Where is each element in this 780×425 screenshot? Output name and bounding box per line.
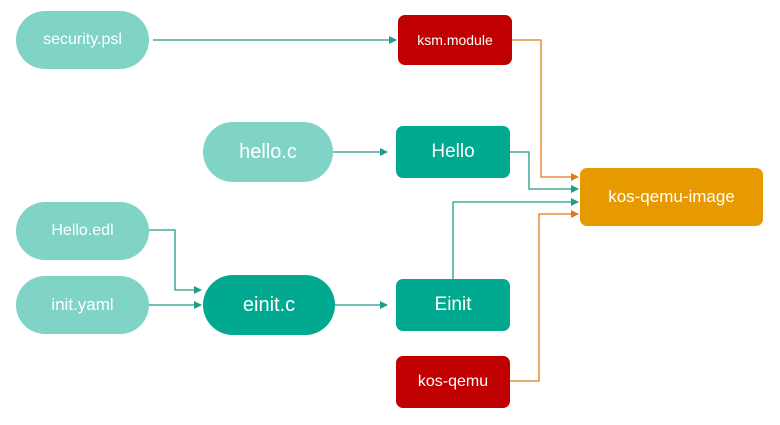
- node-hello-edl: Hello.edl: [16, 202, 149, 260]
- node-einit: Einit: [396, 279, 510, 331]
- node-security-psl: security.psl: [16, 11, 149, 69]
- edge-hello-edl-to-einit-c: [149, 229, 202, 294]
- node-kos-qemu-image: kos-qemu-image: [580, 168, 763, 226]
- node-hello-c: hello.c: [203, 122, 333, 182]
- node-hello: Hello: [396, 126, 510, 178]
- edge-ksm-module-to-kos-qemu-image: [512, 39, 579, 181]
- node-init-yaml: init.yaml: [16, 276, 149, 334]
- node-kos-qemu: kos-qemu: [396, 356, 510, 408]
- edge-hello-to-kos-qemu-image: [510, 151, 579, 193]
- edge-einit-to-kos-qemu-image: [452, 198, 579, 279]
- node-ksm-module: ksm.module: [398, 15, 512, 65]
- node-einit-c: einit.c: [203, 275, 335, 335]
- edge-kos-qemu-to-kos-qemu-image: [510, 210, 579, 382]
